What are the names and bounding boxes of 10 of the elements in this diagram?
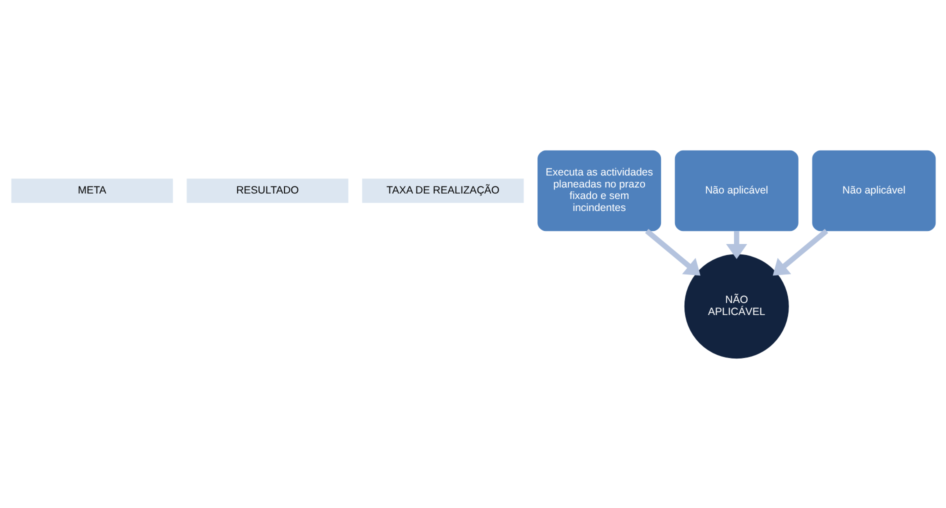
node-box: META (10, 178, 172, 202)
node-box: Não aplicável (812, 150, 936, 231)
node-box: Executa as actividades planeadas no prazo fixado e sem incindentes (537, 150, 661, 231)
arrow (772, 228, 828, 276)
arrow (726, 230, 747, 259)
node-circle: NÃO APLICÁVEL (684, 254, 788, 358)
node-box: RESULTADO (186, 178, 348, 202)
arrow (644, 228, 700, 276)
node-box: TAXA DE REALIZAÇÃO (362, 178, 524, 202)
node-box: Não aplicável (674, 150, 798, 231)
